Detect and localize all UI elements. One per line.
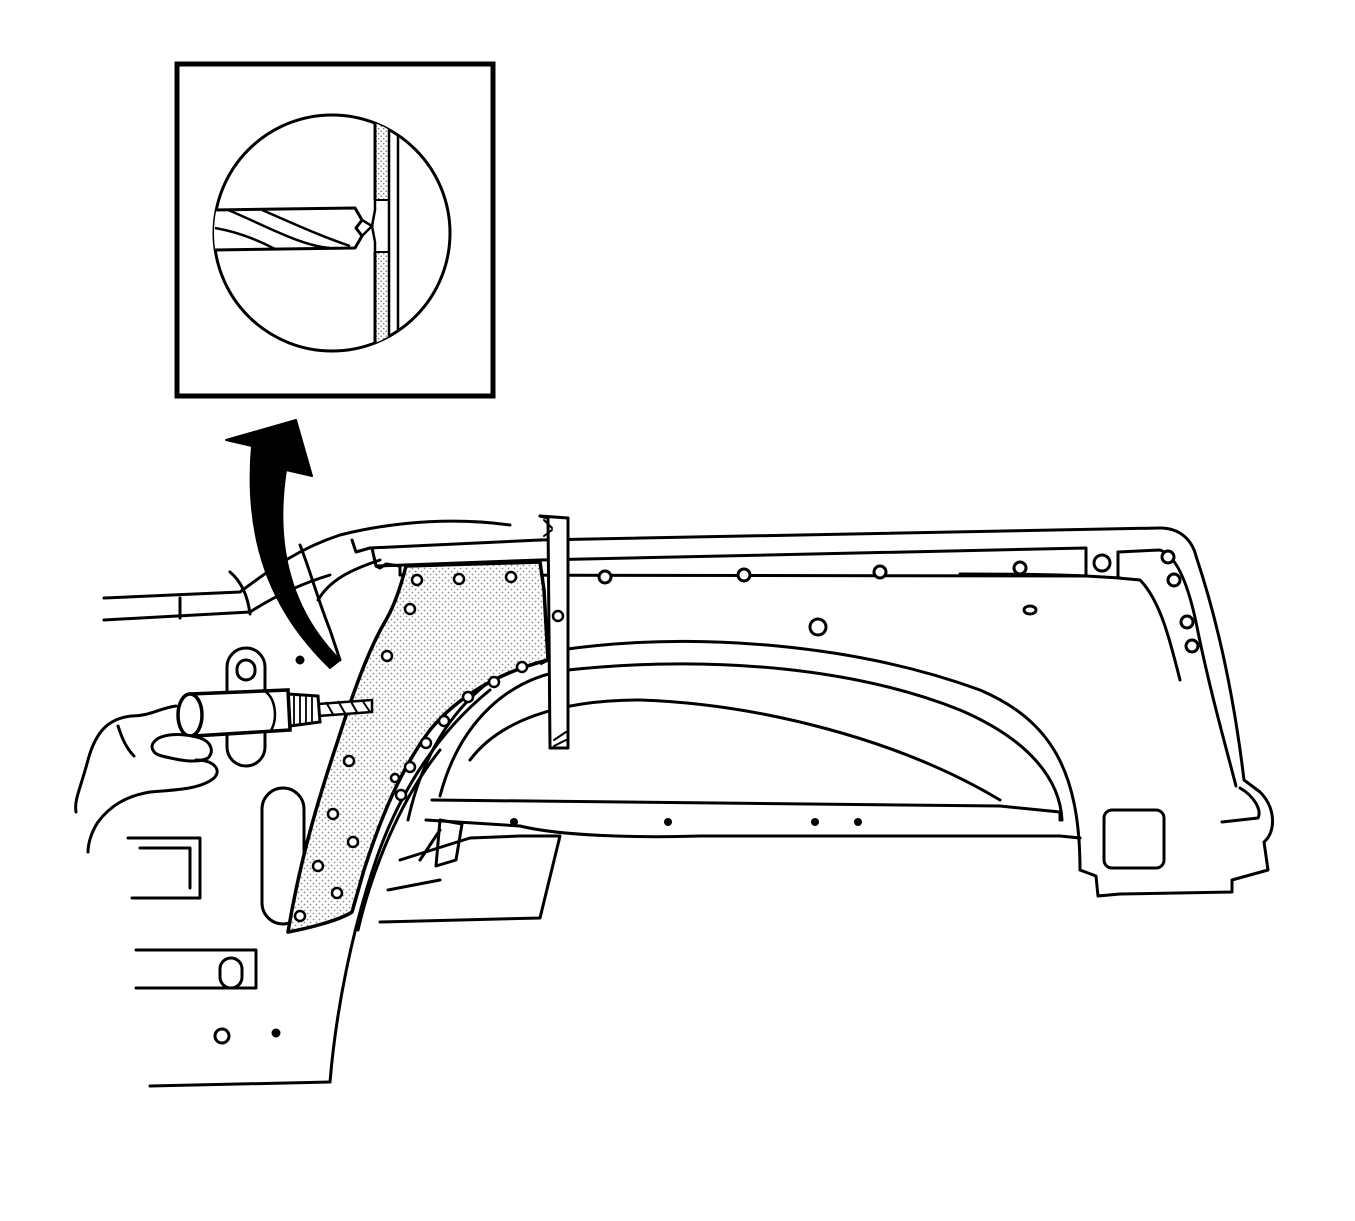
magnified-weld-section [214, 115, 400, 351]
reinforcement-panel [286, 560, 550, 934]
spot-weld-points [293, 570, 565, 923]
curved-arrow-up-icon [225, 419, 341, 669]
drill-bit-icon [214, 200, 377, 252]
hand-icon [74, 704, 219, 854]
detail-inset [174, 61, 496, 399]
power-drill-icon [176, 688, 374, 738]
stippled-weld-flange [286, 560, 550, 934]
flange-holes [597, 549, 1200, 654]
rail-spot-welds [510, 818, 862, 826]
